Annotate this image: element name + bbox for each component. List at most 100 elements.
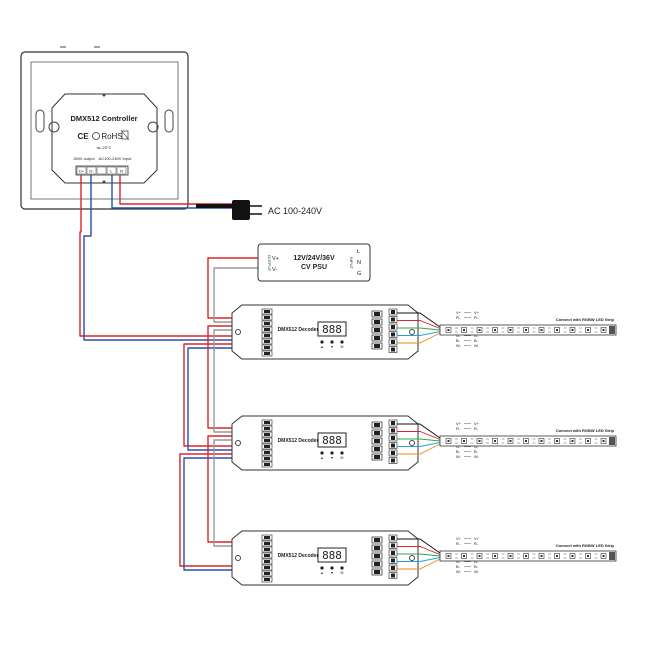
controller-title: DMX512 Controller [70, 114, 137, 123]
led-strip-group: V+V+R-R-G-G-B-B-W-W-Connect with RGBW LE… [439, 310, 617, 574]
button-label: ▲ [320, 571, 323, 575]
dmx-controller-panel: DMX512 Controller CE RoHS ta:-25°C DMX o… [20, 46, 189, 210]
output-wire [397, 442, 441, 447]
strip-pad-label: G- [474, 559, 479, 564]
wire-label: V+ [456, 421, 462, 426]
psu-g: G [357, 271, 361, 277]
output-wire [397, 320, 441, 329]
mount-hole [235, 555, 241, 561]
input-terminal-block [261, 419, 273, 468]
certification-icon [92, 132, 100, 140]
wire-label: B- [456, 564, 461, 569]
button-label: ▲ [320, 456, 323, 460]
strip-pad-label: R- [474, 426, 479, 431]
rgbw-led-strip: V+V+R-R-G-G-B-B-W-W-Connect with RGBW LE… [439, 536, 617, 574]
decoder-button[interactable] [330, 340, 334, 344]
decoder-button[interactable] [330, 451, 334, 455]
decoder-button[interactable] [340, 566, 344, 570]
decoder-button[interactable] [320, 451, 324, 455]
controller-module [51, 93, 158, 184]
wire-label: V+ [456, 310, 462, 315]
segment-display [317, 432, 347, 448]
decoder-label: DMX512 Decoder [278, 438, 319, 444]
psu-type: CV PSU [301, 264, 327, 271]
strip-label: Connect with RGBW LED Strip [556, 543, 615, 548]
input-terminal-block [261, 308, 273, 357]
button-label: ▼ [330, 456, 333, 460]
button-label: ▼ [330, 571, 333, 575]
decoder-button[interactable] [340, 451, 344, 455]
segment-display [317, 321, 347, 337]
output-wire [397, 331, 441, 336]
decoder-button[interactable] [340, 340, 344, 344]
wire-label: R- [456, 541, 461, 546]
strip-pad-label: W- [474, 454, 480, 459]
power-wires [111, 175, 258, 547]
output-wire [397, 443, 441, 455]
pin-label: N [120, 169, 123, 174]
wire-label: G- [456, 444, 461, 449]
strip-end-connector [609, 326, 615, 334]
segment-display [317, 547, 347, 563]
controller-terminal-block: D+ D- L N [75, 165, 129, 176]
dmx-data-wires [79, 175, 243, 571]
strip-pad-label: W- [474, 569, 480, 574]
strip-pad-label: G- [474, 333, 479, 338]
rgbw-led-strip: V+V+R-R-G-G-B-B-W-W-Connect with RGBW LE… [439, 421, 617, 459]
psu-vplus: V+ [272, 256, 279, 262]
temp-rating: ta:-25°C [97, 145, 112, 150]
wire-label: V+ [456, 536, 462, 541]
output-wire [397, 438, 441, 442]
mount-hole [235, 440, 241, 446]
output-wire [397, 553, 441, 557]
strip-end-connector [609, 552, 615, 560]
wire-label: B- [456, 338, 461, 343]
button-label: M [341, 345, 344, 349]
strip-pad-label: V+ [474, 536, 480, 541]
psu-input-label: INPUT [349, 257, 354, 270]
mount-hole [409, 440, 415, 446]
psu-output-label: OUTPUT [267, 255, 272, 272]
psu-n: N [357, 260, 361, 266]
wire-label: G- [456, 333, 461, 338]
button-label: M [341, 571, 344, 575]
cv-psu: OUTPUT V+ V- 12V/24V/36V CV PSU INPUT L … [257, 243, 371, 282]
ac-input-label: AC100-240V Input [99, 156, 133, 161]
output-wire [397, 557, 441, 562]
output-wire [397, 558, 441, 570]
ac-voltage-label: AC 100-240V [268, 206, 322, 216]
decoder-label: DMX512 Decoder [278, 553, 319, 559]
ac-plug: AC 100-240V [196, 200, 322, 220]
ce-mark: CE [77, 132, 89, 141]
decoder-label: DMX512 Decoder [278, 327, 319, 333]
psu-voltage: 12V/24V/36V [293, 255, 335, 262]
decoder-button[interactable] [330, 566, 334, 570]
strip-pad-label: W- [474, 343, 480, 348]
mount-hole [409, 329, 415, 335]
strip-label: Connect with RGBW LED Strip [556, 428, 615, 433]
pin-label: D- [89, 169, 94, 174]
strip-pad-label: G- [474, 444, 479, 449]
weee-bin-icon [120, 129, 130, 141]
display-digits: 888 [322, 549, 342, 562]
mount-hole [409, 555, 415, 561]
output-wire [397, 423, 441, 439]
decoder-button[interactable] [320, 566, 324, 570]
rgbw-led-strip: V+V+R-R-G-G-B-B-W-W-Connect with RGBW LE… [439, 310, 617, 348]
rohs-mark: RoHS [101, 132, 122, 141]
button-label: ▲ [320, 345, 323, 349]
pin-label: L [110, 169, 113, 174]
output-wire [397, 327, 441, 331]
input-terminal-block [261, 534, 273, 583]
strip-end-connector [609, 437, 615, 445]
output-wire [397, 538, 441, 554]
decoder-button[interactable] [320, 340, 324, 344]
output-terminal-block [371, 534, 398, 579]
output-wire [397, 431, 441, 440]
display-digits: 888 [322, 323, 342, 336]
output-wire [397, 332, 441, 344]
